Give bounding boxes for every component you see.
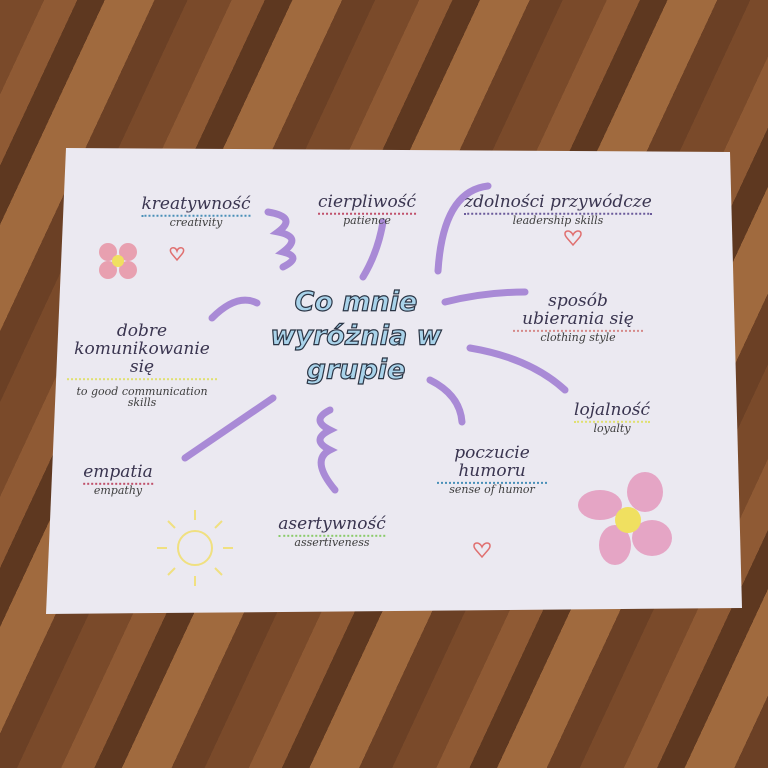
branches bbox=[181, 182, 569, 494]
title-line-2: wyróżnia w bbox=[270, 320, 442, 352]
node-creativity: kreatywność creativity bbox=[141, 195, 251, 229]
branch-leadership bbox=[434, 182, 492, 275]
node-label-pl: sposób ubierania się bbox=[513, 292, 643, 332]
node-label-en: patience bbox=[343, 213, 391, 227]
title-line-1: Co mnie bbox=[294, 286, 418, 318]
branch-loyalty bbox=[466, 344, 569, 394]
branch-humor bbox=[426, 376, 466, 426]
node-label-en: sense of humor bbox=[449, 482, 535, 496]
node-label-pl: asertywność bbox=[278, 515, 386, 537]
node-label-en: creativity bbox=[169, 215, 223, 229]
node-label-pl: zdolności przywódcze bbox=[464, 193, 652, 215]
branch-assertiveness bbox=[316, 406, 339, 494]
node-label-pl: cierpliwość bbox=[318, 193, 416, 215]
node-label-pl: empatia bbox=[83, 463, 153, 485]
branch-patience bbox=[359, 218, 387, 281]
node-patience: cierpliwość patience bbox=[318, 193, 416, 227]
title-line-3: grupie bbox=[306, 353, 406, 385]
sun-icon bbox=[157, 510, 233, 586]
branch-empathy bbox=[181, 394, 277, 462]
node-clothing-style: sposób ubierania się clothing style bbox=[513, 292, 643, 344]
mind-map-title: Co mnie wyróżnia w grupie bbox=[270, 285, 442, 386]
node-label-pl: dobre komunikowanie się bbox=[67, 322, 217, 380]
node-empathy: empatia empathy bbox=[83, 463, 153, 497]
node-label-en: clothing style bbox=[540, 330, 616, 344]
node-label-pl: kreatywność bbox=[141, 195, 251, 217]
node-label-en: leadership skills bbox=[512, 213, 604, 227]
node-label-en: assertiveness bbox=[294, 535, 370, 549]
node-loyalty: lojalność loyalty bbox=[574, 401, 650, 435]
branch-clothing bbox=[441, 288, 529, 306]
node-label-en: to good communication skills bbox=[76, 384, 208, 410]
branch-creativity bbox=[264, 208, 297, 271]
heart-icon bbox=[169, 230, 582, 559]
flower-large-icon bbox=[578, 472, 672, 565]
node-label-pl: poczucie humoru bbox=[437, 444, 547, 484]
node-assertiveness: asertywność assertiveness bbox=[278, 515, 386, 549]
node-communication: dobre komunikowanie się to good communic… bbox=[67, 322, 217, 410]
node-sense-of-humor: poczucie humoru sense of humor bbox=[437, 444, 547, 496]
node-label-pl: lojalność bbox=[574, 401, 650, 423]
branch-communication bbox=[208, 296, 261, 322]
node-label-en: empathy bbox=[93, 483, 143, 497]
node-label-en: loyalty bbox=[593, 421, 631, 435]
node-leadership: zdolności przywódcze leadership skills bbox=[464, 193, 652, 227]
flower-small-icon bbox=[99, 243, 137, 279]
paper-sheet bbox=[46, 148, 742, 614]
